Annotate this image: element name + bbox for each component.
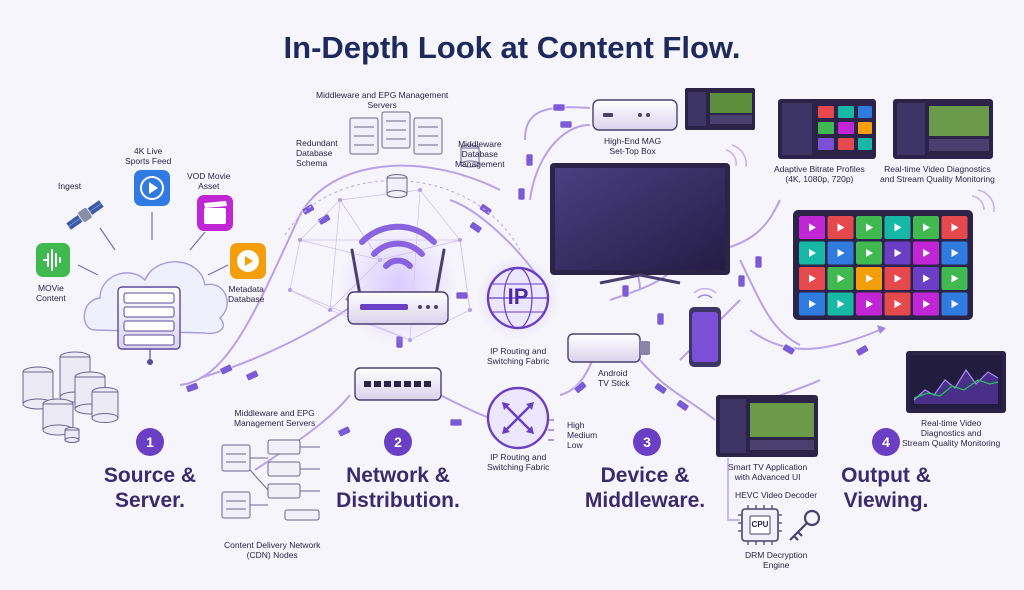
tile-play-icon: [809, 249, 816, 257]
drm-label: DRM Decryption Engine: [745, 550, 808, 571]
stage-2-number: 2: [384, 428, 412, 456]
tile-play-icon: [837, 300, 845, 308]
tile-play-icon: [951, 249, 959, 257]
tile-play-icon: [809, 274, 816, 283]
stage-4-title: Output & Viewing.: [841, 464, 931, 513]
ip-globe-icon: [476, 256, 560, 340]
smart-tv-app-label: Smart TV Application with Advanced UI: [728, 462, 808, 483]
tile-play-icon: [809, 223, 816, 232]
stage-1-number: 1: [136, 428, 164, 456]
diagnostics-chart-screen: [906, 351, 1006, 413]
video-grid-screen: [793, 189, 995, 320]
tile-play-icon: [837, 223, 845, 232]
middleware-epg-top-label: Middleware and EPG Management Servers: [316, 90, 449, 111]
tile-play-icon: [837, 249, 845, 257]
stage-3-title: Device & Middleware.: [584, 464, 706, 513]
tile-play-icon: [923, 274, 930, 283]
hevc-label: HEVC Video Decoder: [735, 490, 818, 500]
tile-play-icon: [951, 300, 959, 308]
metadata-db-label: Metadata Database: [228, 284, 265, 305]
switch-icon: [354, 367, 442, 401]
mag-box-label: High-End MAG Set-Top Box: [604, 136, 662, 157]
tile-play-icon: [951, 274, 959, 283]
diagnostics-top-label: Real-time Video Diagnostics and Stream Q…: [880, 164, 995, 185]
sound-wave-icon: [36, 243, 70, 277]
tile-play-icon: [866, 300, 873, 308]
satellite-icon: [66, 200, 104, 230]
page-title: In-Depth Look at Content Flow.: [283, 30, 741, 65]
middleware-servers-top: [349, 111, 480, 198]
tile-play-icon: [894, 300, 902, 308]
stage-2-title: Network & Distribution.: [336, 464, 460, 513]
smart-tv-app-screen: [716, 395, 818, 457]
tv-stick-icon: [567, 333, 650, 363]
sports-feed-label: 4K Live Sports Feed: [125, 146, 172, 167]
stb-preview-screen: [685, 88, 755, 130]
tile-play-icon: [923, 249, 930, 257]
mw-db-mgmt-label: Middleware Database Management: [455, 139, 505, 170]
diagnostics-bottom-label: Real-time Video Diagnostics and Stream Q…: [902, 418, 1001, 449]
routing-switch-icon: [486, 386, 554, 450]
redundant-schema-label: Redundant Database Schema: [296, 138, 338, 169]
tile-play-icon: [923, 223, 930, 232]
ip-routing-bottom-label: IP Routing and Switching Fabric: [487, 452, 550, 473]
tile-play-icon: [894, 223, 902, 232]
movie-content-label: MOVie Content: [36, 283, 66, 304]
key-icon: [789, 509, 821, 541]
packet-tags: [185, 103, 869, 437]
diagnostics-screen-top: [893, 99, 993, 159]
vod-asset-label: VOD Movie Asset: [187, 171, 231, 192]
server-rack-icon: [117, 286, 181, 365]
ingest-arrows: [77, 212, 229, 276]
tile-play-icon: [894, 249, 902, 257]
tile-play-icon: [866, 223, 873, 232]
ingest-label: Ingest: [58, 181, 82, 191]
tile-play-icon: [923, 300, 930, 308]
play-icon: [134, 170, 170, 206]
set-top-box-icon: [592, 99, 678, 131]
adaptive-bitrate-screen: [778, 99, 876, 159]
tile-play-icon: [894, 274, 902, 283]
cdn-nodes-icon: [221, 439, 320, 521]
tile-play-icon: [866, 249, 873, 257]
stage-1-title: Source & Server.: [103, 464, 197, 513]
android-stick-label: Android TV Stick: [598, 368, 630, 389]
quality-levels-label: High Medium Low: [567, 420, 598, 451]
middleware-epg-bottom-label: Middleware and EPG Management Servers: [234, 408, 316, 429]
tv-icon: [550, 144, 747, 285]
tile-play-icon: [837, 274, 845, 283]
cdn-nodes-label: Content Delivery Network (CDN) Nodes: [224, 540, 321, 561]
ip-routing-top-label: IP Routing and Switching Fabric: [487, 346, 550, 367]
phone-icon: [689, 287, 721, 367]
tile-play-icon: [951, 223, 959, 232]
stage-4-number: 4: [872, 428, 900, 456]
cpu-label: CPU: [751, 520, 769, 529]
tile-play-icon: [866, 274, 873, 283]
adaptive-bitrate-label: Adaptive Bitrate Profiles (4K, 1080p, 72…: [774, 164, 865, 185]
router-icon: [338, 223, 458, 345]
tile-play-icon: [809, 300, 816, 308]
ip-badge-text: IP: [507, 284, 529, 309]
clapperboard-icon: [197, 195, 233, 231]
decoder-connector: [727, 458, 740, 521]
database-icon: [22, 351, 119, 443]
stage-3-number: 3: [633, 428, 661, 456]
film-reel-icon: [230, 243, 266, 279]
cpu-icon: [738, 505, 782, 545]
